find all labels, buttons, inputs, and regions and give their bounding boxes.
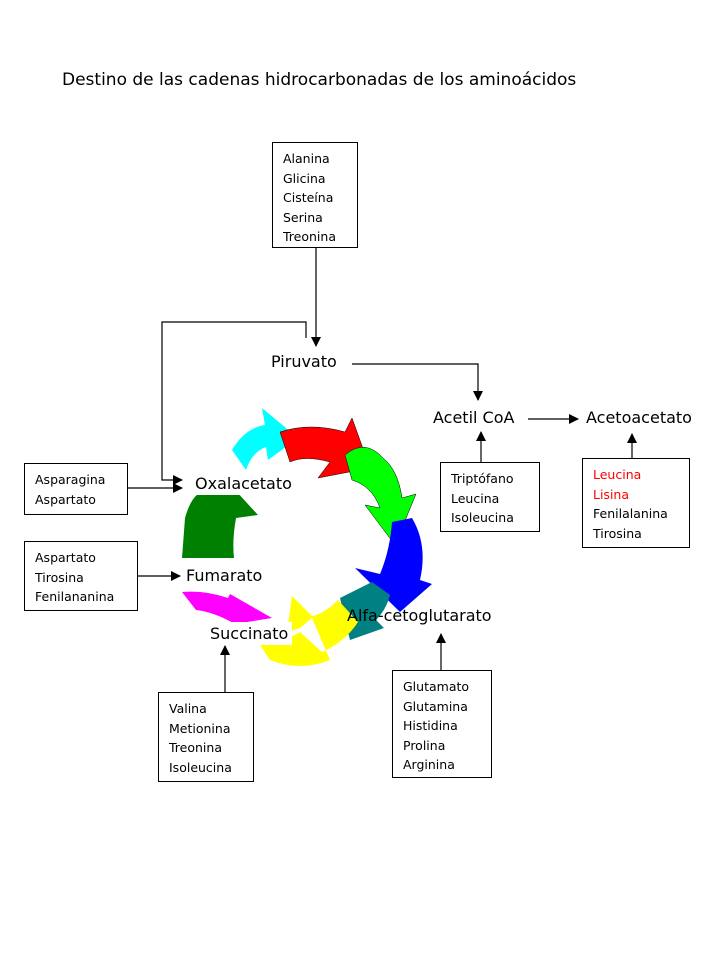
node-alfa-cetoglutarato: Alfa-cetoglutarato [347, 606, 492, 625]
box-left-upper-aminoacids: Asparagina Aspartato [24, 463, 128, 515]
box-top-item: Alanina [283, 151, 330, 166]
box-left-lower-item: Aspartato [35, 550, 96, 565]
box-bottom-left-item: Metionina [169, 720, 231, 736]
cycle-segment-yellow [258, 596, 358, 666]
cycle-segment-blue [355, 518, 432, 612]
box-bottom-right-item: Histidina [403, 718, 458, 733]
node-fumarato: Fumarato [186, 566, 263, 585]
arrow-piruvato-to-acetil [352, 363, 483, 401]
box-bottom-right-item: Arginina [403, 757, 455, 772]
box-bottom-left-aminoacids: Valina Metionina Treonina Isoleucina [158, 692, 254, 782]
cycle-ring [182, 408, 432, 666]
node-oxalacetato: Oxalacetato [191, 472, 296, 495]
box-mid-right-item: Leucina [451, 490, 500, 506]
node-acetoacetato: Acetoacetato [583, 408, 695, 427]
box-bottom-right-item: Glutamina [403, 698, 468, 714]
box-top-aminoacids: Alanina Glicina Cisteína Serina Treonina [272, 142, 358, 248]
box-mid-right-aminoacids: Triptófano Leucina Isoleucina [440, 462, 540, 532]
cycle-segment-green [344, 447, 417, 546]
box-left-lower-item: Tirosina [35, 569, 84, 585]
box-left-lower-item: Fenilananina [35, 589, 115, 604]
box-bottom-left-item: Isoleucina [169, 759, 232, 775]
box-left-upper-item: Aspartato [35, 491, 96, 507]
node-succinato: Succinato [206, 622, 293, 645]
box-top-item: Treonina [283, 229, 336, 244]
box-left-lower-aminoacids: Aspartato Tirosina Fenilananina [24, 541, 138, 611]
box-bottom-right-item: Prolina [403, 737, 446, 753]
box-far-right-item: Tirosina [593, 525, 642, 541]
node-piruvato: Piruvato [268, 352, 340, 371]
box-far-right-item-highlight: Leucina [593, 467, 642, 482]
cycle-segment-cyan [232, 408, 298, 470]
box-bottom-right-aminoacids: Glutamato Glutamina Histidina Prolina Ar… [392, 670, 492, 778]
box-bottom-left-item: Valina [169, 701, 207, 716]
box-top-item: Serina [283, 209, 323, 225]
box-mid-right-item: Triptófano [451, 471, 514, 486]
diagram-title: Destino de las cadenas hidrocarbonadas d… [62, 70, 577, 90]
box-top-item: Glicina [283, 170, 326, 186]
box-mid-right-item: Isoleucina [451, 510, 514, 525]
box-bottom-right-item: Glutamato [403, 679, 470, 694]
box-bottom-left-item: Treonina [169, 740, 222, 755]
box-left-upper-item: Asparagina [35, 472, 106, 487]
arrow-piruvato-to-oxalacetato [161, 321, 307, 485]
box-top-item: Cisteína [283, 190, 334, 205]
cycle-segment-magenta [182, 591, 272, 624]
cycle-segment-darkgreen [182, 490, 258, 558]
box-far-right-item: Fenilalanina [593, 506, 668, 521]
node-acetil-coa: Acetil CoA [430, 408, 518, 427]
box-far-right-aminoacids: Leucina Lisina Fenilalanina Tirosina [582, 458, 690, 548]
box-far-right-item-highlight: Lisina [593, 486, 630, 502]
